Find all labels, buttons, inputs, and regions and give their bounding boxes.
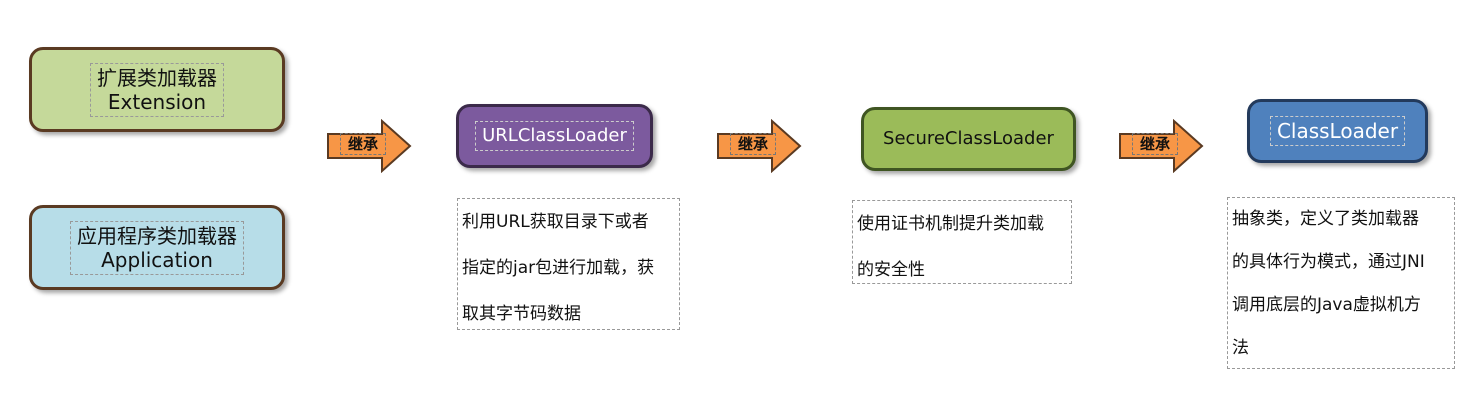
inherit-arrow-3: 继承 (1118, 119, 1206, 173)
secure-class-loader-desc-line-1: 使用证书机制提升类加载 (857, 214, 1044, 234)
class-loader-desc-line-1: 抽象类，定义了类加载器 (1232, 209, 1419, 229)
extension-loader-name-en: Extension (107, 89, 207, 114)
url-class-loader-desc-line-2: 指定的jar包进行加载，获 (462, 258, 655, 278)
inherit-arrow-1: 继承 (326, 119, 414, 173)
class-loader-label: ClassLoader (1269, 116, 1406, 146)
class-loader-node: ClassLoader (1247, 99, 1428, 163)
secure-class-loader-desc-line-2: 的安全性 (857, 260, 925, 280)
application-loader-label: 应用程序类加载器 Application (70, 220, 244, 275)
url-class-loader-node: URLClassLoader (456, 104, 653, 168)
extension-loader-label: 扩展类加载器 Extension (90, 62, 224, 117)
inherit-arrow-2-shape (717, 119, 802, 173)
extension-loader-name-cn: 扩展类加载器 (97, 65, 217, 90)
application-loader-node: 应用程序类加载器 Application (29, 205, 285, 290)
extension-loader-node: 扩展类加载器 Extension (29, 47, 285, 132)
url-class-loader-description: 利用URL获取目录下或者 指定的jar包进行加载，获 取其字节码数据 (457, 198, 680, 330)
inherit-arrow-1-label: 继承 (340, 133, 386, 155)
inherit-arrow-1-shape (327, 119, 412, 173)
secure-class-loader-node: SecureClassLoader (861, 107, 1076, 171)
inherit-arrow-3-shape (1119, 119, 1204, 173)
class-loader-desc-line-2: 的具体行为模式，通过JNI (1232, 252, 1425, 272)
class-loader-desc-line-4: 法 (1232, 338, 1249, 358)
inherit-arrow-3-label: 继承 (1132, 133, 1178, 155)
url-class-loader-desc-line-3: 取其字节码数据 (462, 304, 581, 324)
inherit-arrow-2: 继承 (716, 119, 804, 173)
secure-class-loader-description: 使用证书机制提升类加载 的安全性 (852, 200, 1072, 284)
class-loader-description: 抽象类，定义了类加载器 的具体行为模式，通过JNI 调用底层的Java虚拟机方 … (1227, 197, 1455, 369)
inherit-arrow-2-label: 继承 (730, 133, 776, 155)
url-class-loader-label: URLClassLoader (475, 121, 634, 151)
application-loader-name-cn: 应用程序类加载器 (77, 223, 237, 248)
url-class-loader-desc-line-1: 利用URL获取目录下或者 (462, 212, 649, 232)
secure-class-loader-label: SecureClassLoader (883, 128, 1054, 149)
class-loader-desc-line-3: 调用底层的Java虚拟机方 (1232, 295, 1421, 315)
application-loader-name-en: Application (101, 247, 213, 272)
